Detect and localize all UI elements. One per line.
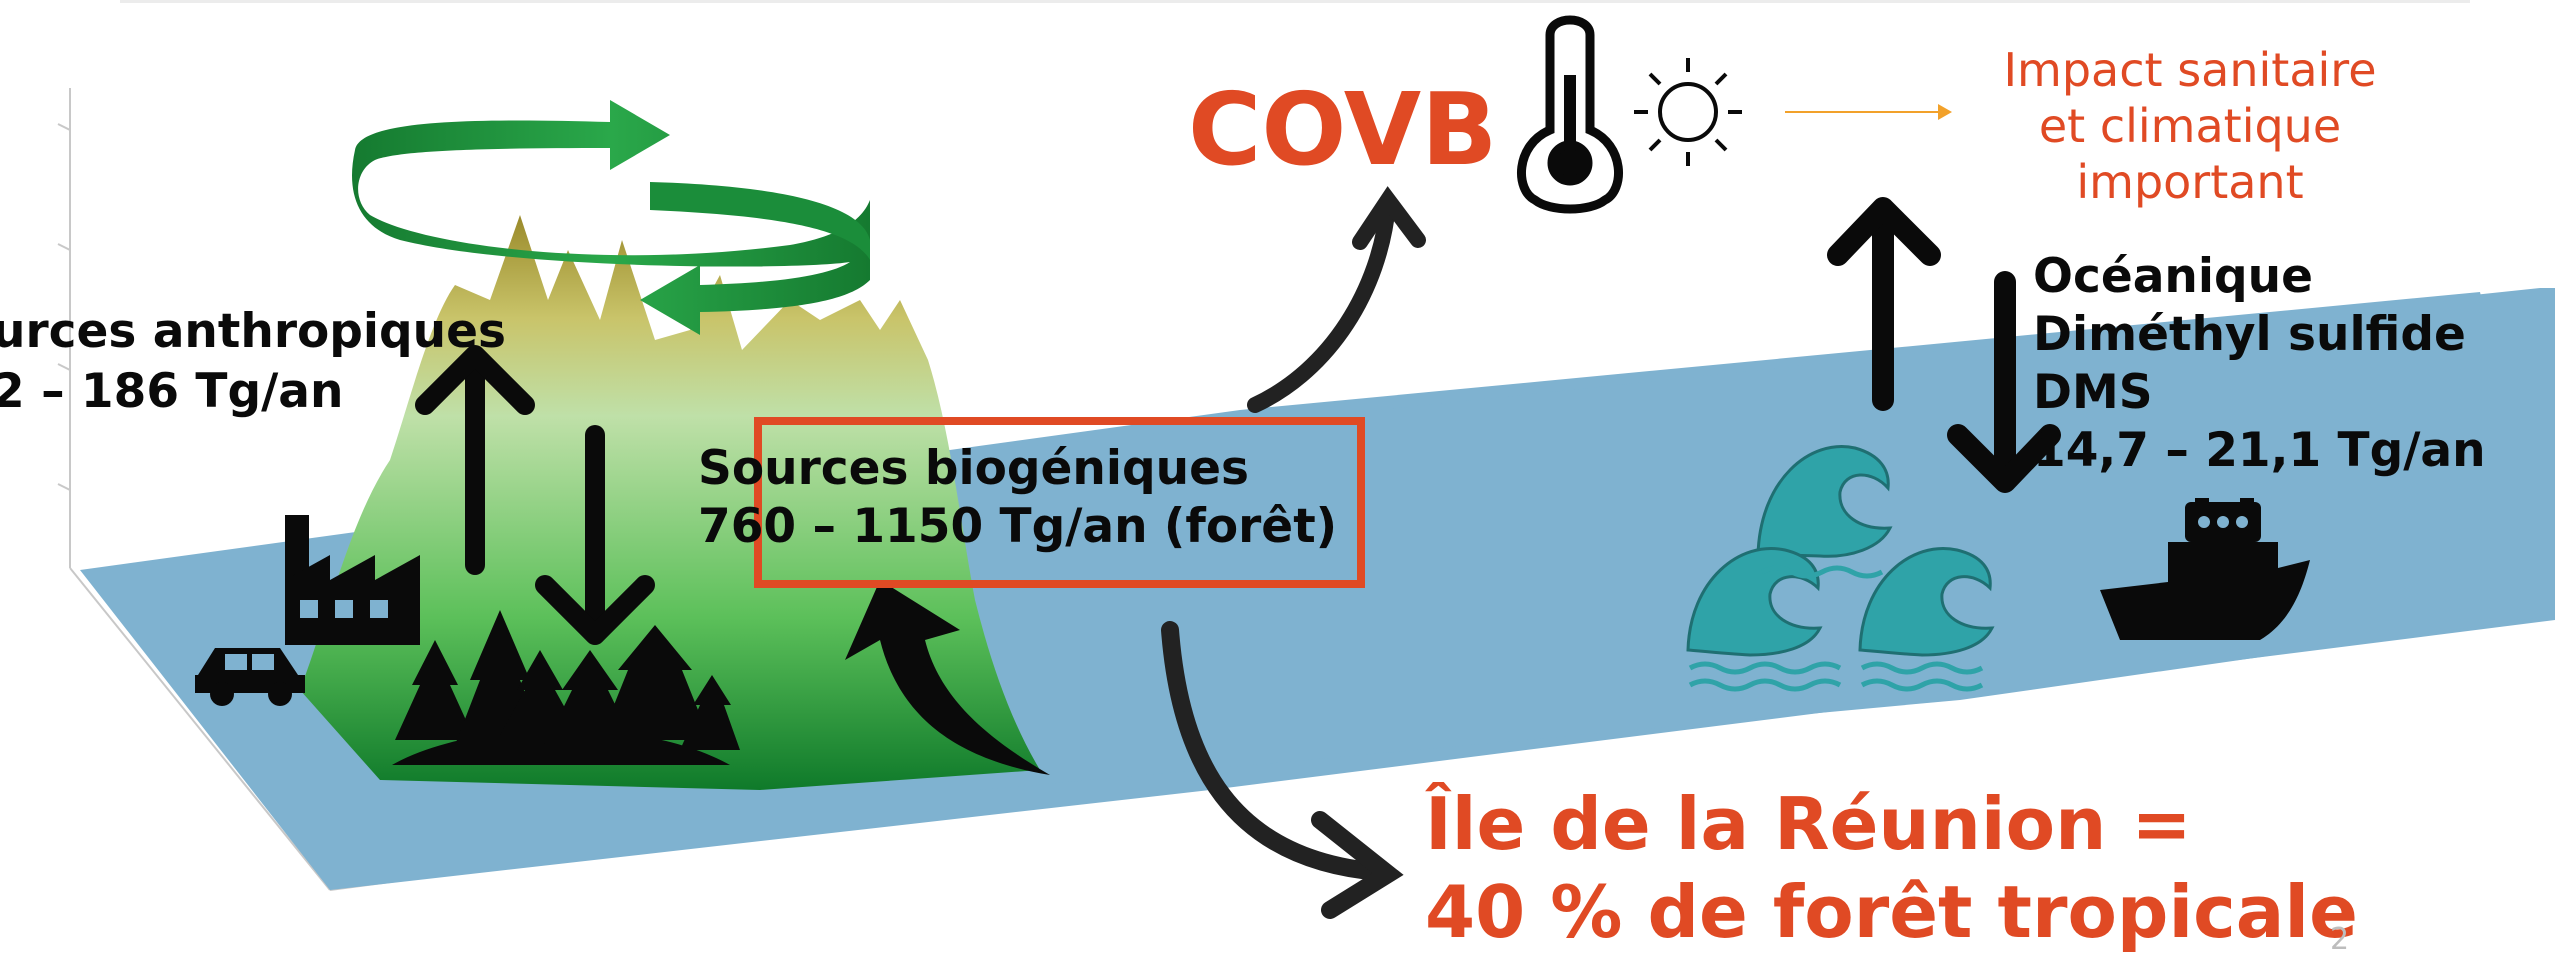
covb-title: COVB [1188,71,1498,188]
ocean-exchange-arrows [1827,197,2061,493]
impact-label: Impact sanitaire et climatique important [2003,43,2377,209]
waves-icon [1686,445,1995,692]
sun-icon [1634,58,1742,166]
forest-icon [392,610,740,765]
biogenic-highlight-box [754,417,1365,588]
oceanic-title: Océanique [2033,249,2313,304]
top-rule [120,0,2470,3]
oceanic-compound: Diméthyl sulfide [2033,307,2466,362]
reunion-statement: Île de la Réunion =40 % de forêt tropica… [1425,780,2358,956]
biogenic-value: 760 – 1150 Tg/an (forêt) [698,499,1338,554]
arrow-to-reunion [1161,621,1404,919]
ship-icon [2100,498,2310,640]
oceanic-abbrev: DMS [2033,365,2153,420]
biogenic-title: Sources biogéniques [698,441,1249,496]
arrow-to-covb [1247,186,1426,413]
car-icon [195,648,305,706]
reunion-line2: 40 % de forêt tropicale [1425,870,2358,954]
exchange-arrows [415,345,655,645]
slope-arrow [845,580,1050,775]
oceanic-value: 14,7 – 21,1 Tg/an [2033,423,2486,478]
reunion-line1: Île de la Réunion = [1425,782,2192,866]
circular-arrows-icon [352,100,870,335]
anthropogenic-title: urces anthropiques [0,304,506,359]
page-number: 2 [2330,922,2350,957]
anthropogenic-value: 2 – 186 Tg/an [0,364,344,419]
arrow-to-impact [1785,104,1952,120]
thermometer-icon [1517,15,1623,214]
factory-icon [285,515,420,645]
